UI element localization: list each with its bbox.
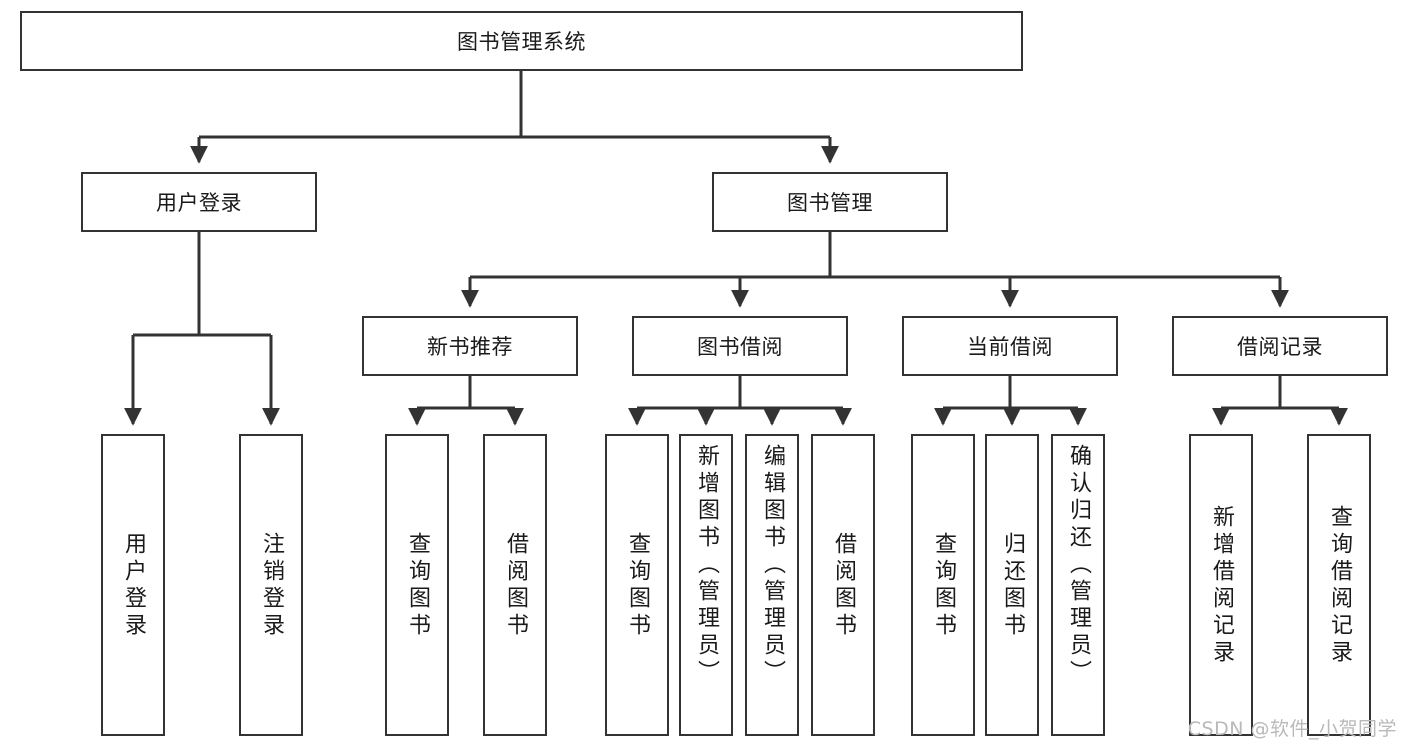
node-leaf-add-book-label: 新增图书（管理员）: [694, 444, 719, 687]
node-book-manage[interactable]: 图书管理: [712, 172, 948, 232]
node-leaf-query-record[interactable]: 查询借阅记录: [1307, 434, 1371, 736]
node-new-book-recommend-label: 新书推荐: [427, 335, 513, 359]
leaf-text-wrap: 用户登录: [121, 436, 146, 734]
node-leaf-edit-book[interactable]: 编辑图书（管理员）: [745, 434, 799, 736]
node-book-manage-label: 图书管理: [787, 191, 873, 215]
node-leaf-query-book-2[interactable]: 查询图书: [605, 434, 669, 736]
node-leaf-add-book[interactable]: 新增图书（管理员）: [679, 434, 733, 736]
node-leaf-query-record-label: 查询借阅记录: [1327, 505, 1352, 667]
node-leaf-query-book-3[interactable]: 查询图书: [911, 434, 975, 736]
node-leaf-borrow-book-2-label: 借阅图书: [831, 532, 856, 640]
node-current-borrow[interactable]: 当前借阅: [902, 316, 1118, 376]
node-user-login-label: 用户登录: [156, 191, 242, 215]
node-root[interactable]: 图书管理系统: [20, 11, 1023, 71]
node-borrow-record-label: 借阅记录: [1237, 335, 1323, 359]
node-leaf-query-book-2-label: 查询图书: [625, 532, 650, 640]
node-leaf-confirm-return-label: 确认归还（管理员）: [1066, 444, 1091, 687]
leaf-text-wrap: 借阅图书: [503, 436, 528, 734]
node-leaf-borrow-book-2[interactable]: 借阅图书: [811, 434, 875, 736]
leaf-text-wrap: 查询图书: [931, 436, 956, 734]
leaf-text-wrap: 归还图书: [1000, 436, 1025, 734]
node-leaf-add-record-label: 新增借阅记录: [1209, 505, 1234, 667]
node-leaf-logout-label: 注销登录: [259, 532, 284, 640]
leaf-text-wrap: 注销登录: [259, 436, 284, 734]
node-leaf-return-book-label: 归还图书: [1000, 532, 1025, 640]
node-new-book-recommend[interactable]: 新书推荐: [362, 316, 578, 376]
node-root-label: 图书管理系统: [457, 30, 586, 54]
leaf-text-wrap: 新增借阅记录: [1209, 436, 1234, 734]
node-leaf-return-book[interactable]: 归还图书: [985, 434, 1039, 736]
node-borrow-record[interactable]: 借阅记录: [1172, 316, 1388, 376]
node-leaf-add-record[interactable]: 新增借阅记录: [1189, 434, 1253, 736]
node-leaf-borrow-book-1-label: 借阅图书: [503, 532, 528, 640]
node-leaf-query-book-1[interactable]: 查询图书: [385, 434, 449, 736]
watermark-text: CSDN @软件_小贺同学: [1187, 718, 1397, 740]
node-book-borrow-label: 图书借阅: [697, 335, 783, 359]
node-leaf-query-book-3-label: 查询图书: [931, 532, 956, 640]
node-leaf-user-login[interactable]: 用户登录: [101, 434, 165, 736]
node-book-borrow[interactable]: 图书借阅: [632, 316, 848, 376]
leaf-text-wrap: 查询借阅记录: [1327, 436, 1352, 734]
node-leaf-query-book-1-label: 查询图书: [405, 532, 430, 640]
leaf-text-wrap: 查询图书: [405, 436, 430, 734]
node-leaf-confirm-return[interactable]: 确认归还（管理员）: [1051, 434, 1105, 736]
leaf-text-wrap: 借阅图书: [831, 436, 856, 734]
node-leaf-user-login-label: 用户登录: [121, 532, 146, 640]
node-leaf-borrow-book-1[interactable]: 借阅图书: [483, 434, 547, 736]
leaf-text-wrap: 查询图书: [625, 436, 650, 734]
node-user-login[interactable]: 用户登录: [81, 172, 317, 232]
node-current-borrow-label: 当前借阅: [967, 335, 1053, 359]
node-leaf-logout[interactable]: 注销登录: [239, 434, 303, 736]
node-leaf-edit-book-label: 编辑图书（管理员）: [760, 444, 785, 687]
